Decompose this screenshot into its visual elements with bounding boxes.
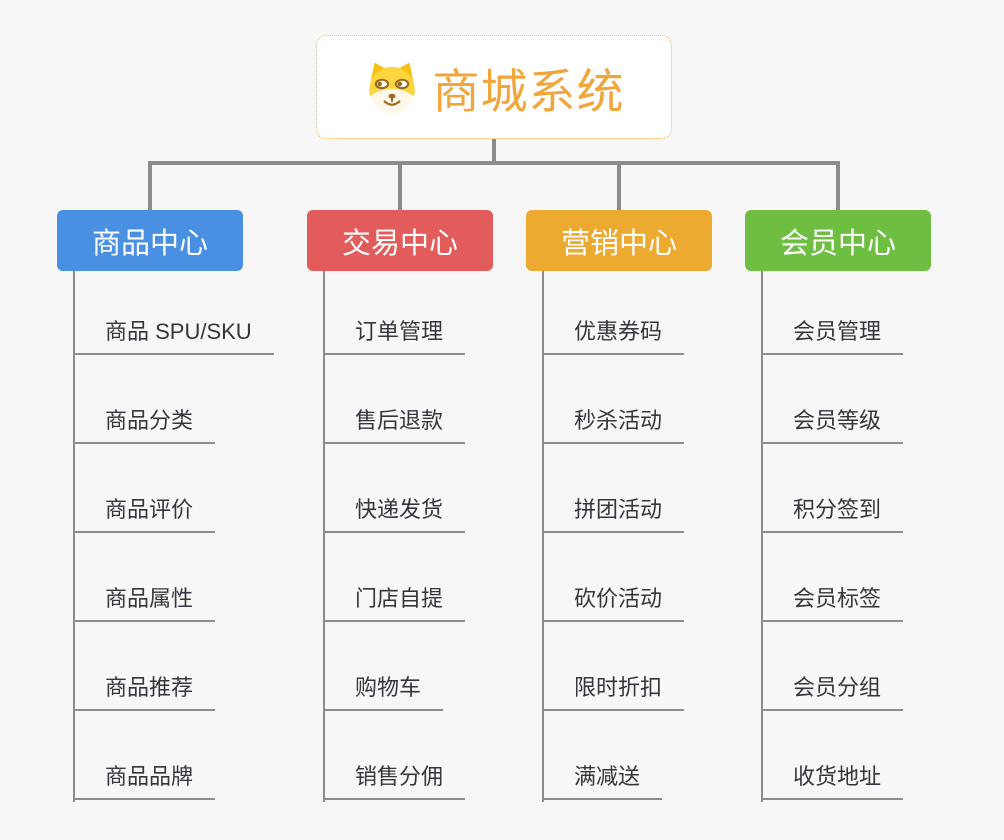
branch-node-member-center[interactable]: 会员中心 <box>745 210 931 271</box>
leaf-node[interactable]: 快递发货 <box>323 495 466 533</box>
branch-label: 会员中心 <box>779 227 896 260</box>
leaf-node[interactable]: 商品品牌 <box>73 762 216 800</box>
branch-label: 商品中心 <box>91 227 208 260</box>
leaf-node[interactable]: 砍价活动 <box>542 584 685 622</box>
leaf-node[interactable]: 收货地址 <box>761 762 904 800</box>
connector-stub-marketing <box>617 161 621 210</box>
leaf-node[interactable]: 商品评价 <box>73 495 216 533</box>
connector-spine <box>73 271 75 802</box>
branch-node-marketing-center[interactable]: 营销中心 <box>526 210 712 271</box>
branch-children-trade-center: 订单管理 售后退款 快递发货 门店自提 购物车 销售分佣 <box>307 271 567 816</box>
connector-stub-member <box>836 161 840 210</box>
leaf-node[interactable]: 销售分佣 <box>323 762 466 800</box>
leaf-node[interactable]: 拼团活动 <box>542 495 685 533</box>
leaf-node[interactable]: 门店自提 <box>323 584 466 622</box>
leaf-node[interactable]: 商品属性 <box>73 584 216 622</box>
root-node[interactable]: 商城系统 <box>316 35 672 139</box>
leaf-node[interactable]: 限时折扣 <box>542 673 685 711</box>
leaf-node[interactable]: 会员标签 <box>761 584 904 622</box>
branch-children-member-center: 会员管理 会员等级 积分签到 会员标签 会员分组 收货地址 <box>745 271 1004 816</box>
connector-trunk <box>148 161 840 165</box>
connector-root-stem <box>492 139 496 165</box>
leaf-node[interactable]: 会员分组 <box>761 673 904 711</box>
leaf-node[interactable]: 购物车 <box>323 673 444 711</box>
branch-label: 交易中心 <box>341 227 458 260</box>
connector-spine <box>542 271 544 802</box>
leaf-node[interactable]: 商品分类 <box>73 406 216 444</box>
leaf-node[interactable]: 订单管理 <box>323 317 466 355</box>
branch-children-marketing-center: 优惠券码 秒杀活动 拼团活动 砍价活动 限时折扣 满减送 <box>526 271 786 816</box>
leaf-node[interactable]: 满减送 <box>542 762 663 800</box>
connector-stub-trade <box>398 161 402 210</box>
leaf-node[interactable]: 优惠券码 <box>542 317 685 355</box>
leaf-node[interactable]: 售后退款 <box>323 406 466 444</box>
leaf-node[interactable]: 秒杀活动 <box>542 406 685 444</box>
leaf-node[interactable]: 会员管理 <box>761 317 904 355</box>
root-title: 商城系统 <box>432 64 625 118</box>
branch-node-product-center[interactable]: 商品中心 <box>57 210 243 271</box>
leaf-node[interactable]: 会员等级 <box>761 406 904 444</box>
dog-face-icon <box>368 62 415 113</box>
connector-spine <box>323 271 325 802</box>
leaf-node[interactable]: 商品推荐 <box>73 673 216 711</box>
branch-label: 营销中心 <box>560 227 677 260</box>
connector-spine <box>761 271 763 802</box>
branch-children-product-center: 商品 SPU/SKU 商品分类 商品评价 商品属性 商品推荐 商品品牌 <box>57 271 317 816</box>
connector-stub-product <box>148 161 152 210</box>
leaf-node[interactable]: 商品 SPU/SKU <box>73 317 274 355</box>
branch-node-trade-center[interactable]: 交易中心 <box>307 210 493 271</box>
leaf-node[interactable]: 积分签到 <box>761 495 904 533</box>
